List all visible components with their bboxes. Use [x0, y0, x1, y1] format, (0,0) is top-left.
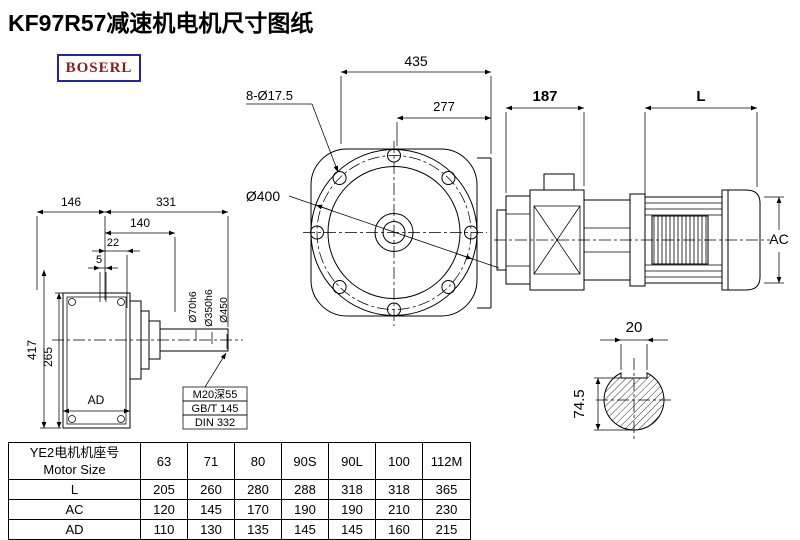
- cell-ac-5: 210: [375, 499, 423, 520]
- cell-ac-3: 190: [281, 499, 329, 520]
- cell-ad-3: 145: [281, 519, 329, 540]
- dim-5: 5: [96, 254, 102, 266]
- dim-bolt-holes: 8-Ø17.5: [246, 88, 293, 103]
- dim-417: 417: [25, 340, 39, 360]
- side-view: 187 L AC: [477, 88, 789, 309]
- cell-ac-0: 120: [140, 499, 188, 520]
- table-row-ac: AC 120 145 170 190 190 210 230: [8, 499, 471, 520]
- cell-ad-1: 130: [187, 519, 235, 540]
- dim-331: 331: [156, 195, 176, 209]
- header-motor-size: YE2电机机座号 Motor Size: [8, 442, 141, 480]
- header-size-112m: 112M: [422, 442, 471, 480]
- cell-l-2: 280: [234, 479, 282, 500]
- header-size-63: 63: [140, 442, 188, 480]
- dim-total-width: 435: [404, 53, 428, 69]
- front-view: Ø400 435 277 8-Ø17.5: [246, 53, 500, 326]
- cell-ac-6: 230: [422, 499, 471, 520]
- dim-ad: AD: [88, 393, 105, 407]
- label-tap-size: M20深55: [193, 388, 238, 401]
- page-title: KF97R57减速机电机尺寸图纸: [8, 10, 314, 36]
- cell-ad-0: 110: [140, 519, 188, 540]
- dim-key-width: 20: [626, 319, 643, 336]
- header-motor-size-en: Motor Size: [43, 462, 106, 477]
- header-size-90l: 90L: [328, 442, 376, 480]
- dimension-table: YE2电机机座号 Motor Size 63 71 80 90S 90L 100…: [8, 442, 471, 540]
- table-header-row: YE2电机机座号 Motor Size 63 71 80 90S 90L 100…: [8, 442, 471, 480]
- dim-inner-width: 277: [433, 99, 455, 114]
- dim-265: 265: [41, 347, 55, 367]
- cell-ad-2: 135: [234, 519, 282, 540]
- dim-140: 140: [130, 216, 150, 230]
- label-shaft-diameter: Ø70h6: [187, 291, 199, 323]
- header-size-90s: 90S: [281, 442, 329, 480]
- dim-flange-diameter: Ø400: [246, 188, 280, 204]
- dim-motor-diameter: AC: [769, 231, 788, 247]
- table-row-ad: AD 110 130 135 145 145 160 215: [8, 519, 471, 540]
- cell-l-0: 205: [140, 479, 188, 500]
- cell-l-3: 288: [281, 479, 329, 500]
- cell-ac-2: 170: [234, 499, 282, 520]
- dim-22: 22: [107, 237, 119, 249]
- shaft-section-view: 20 74.5: [571, 319, 672, 440]
- row-label-l: L: [8, 479, 141, 500]
- header-size-100: 100: [375, 442, 423, 480]
- cell-l-6: 365: [422, 479, 471, 500]
- row-label-ad: AD: [8, 519, 141, 540]
- technical-drawing: Ø400 435 277 8-Ø17.5: [25, 53, 789, 440]
- cell-ad-4: 145: [328, 519, 376, 540]
- header-size-80: 80: [234, 442, 282, 480]
- cell-l-4: 318: [328, 479, 376, 500]
- cell-ad-6: 215: [422, 519, 471, 540]
- header-size-71: 71: [187, 442, 235, 480]
- dim-gearbox-length: 187: [532, 88, 557, 105]
- label-flange-outer-diameter: Ø450: [218, 297, 230, 323]
- cell-l-1: 260: [187, 479, 235, 500]
- boserl-logo: BOSERL: [57, 54, 141, 82]
- header-motor-size-cn: YE2电机机座号: [29, 445, 120, 460]
- dim-motor-length: L: [696, 88, 705, 105]
- row-label-ac: AC: [8, 499, 141, 520]
- cell-ad-5: 160: [375, 519, 423, 540]
- label-spigot-diameter: Ø350h6: [203, 289, 215, 327]
- left-view: 146 331 140 22 5 417: [25, 195, 248, 430]
- label-standard-gbt: GB/T 145: [192, 403, 239, 415]
- dim-146: 146: [61, 195, 81, 209]
- table-row-l: L 205 260 280 288 318 318 365: [8, 479, 471, 500]
- cell-ac-1: 145: [187, 499, 235, 520]
- cell-l-5: 318: [375, 479, 423, 500]
- dim-key-height: 74.5: [571, 389, 588, 418]
- label-standard-din: DIN 332: [195, 417, 235, 429]
- cell-ac-4: 190: [328, 499, 376, 520]
